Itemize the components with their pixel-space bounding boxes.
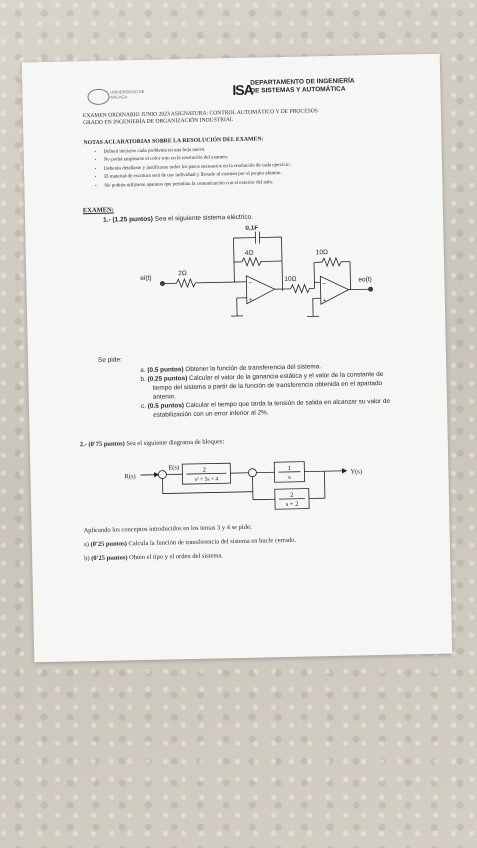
svg-text:−: − xyxy=(248,281,252,287)
summing-junction-2 xyxy=(248,468,257,478)
svg-text:s² + 5s + 4: s² + 5s + 4 xyxy=(195,476,219,482)
exam-heading: EXAMEN: xyxy=(82,206,115,215)
university-name: UNIVERSIDAD DE MÁLAGA xyxy=(110,88,145,100)
summing-junction-1 xyxy=(158,470,167,479)
resistor-2ohm xyxy=(176,277,196,289)
question-2a: a) (0'25 puntos) Calcula la función de t… xyxy=(83,536,297,549)
exam-sheet: UNIVERSIDAD DE MÁLAGA ISA DEPARTAMENTO D… xyxy=(21,53,453,663)
svg-text:s + 2: s + 2 xyxy=(286,501,299,508)
university-logo-icon xyxy=(87,88,110,106)
exam-header: EXAMEN ORDINARIO JUNIO 2023 ASIGNATURA: … xyxy=(82,108,318,126)
input-terminal xyxy=(160,281,165,286)
notes-title: NOTAS ACLARATORIAS SOBRE LA RESOLUCIÓN D… xyxy=(83,136,264,147)
question-2-intro: Aplicando los conceptos introducidos en … xyxy=(83,523,252,535)
output-terminal xyxy=(368,286,373,292)
department-name: DEPARTAMENTO DE INGENIERÍA DE SISTEMAS Y… xyxy=(250,77,355,95)
output-label: eo(t) xyxy=(358,276,372,283)
svg-text:+: + xyxy=(323,298,327,304)
circuit-diagram: ei(t) 2Ω 0,1F 4Ω − + 10Ω 10Ω xyxy=(140,225,373,317)
question-2: 2.- (0'75 puntos) Sea el siguiente diagr… xyxy=(79,438,225,449)
resistor-4ohm xyxy=(241,256,262,267)
resistor-10ohm-feedback xyxy=(321,256,342,268)
cap-label: 0,1F xyxy=(245,225,258,232)
r-fb-label: 4Ω xyxy=(245,250,254,257)
question-1-parts: a. (0.5 puntos) Obtener la función de tr… xyxy=(140,361,401,420)
svg-text:+: + xyxy=(249,298,253,304)
input-label: ei(t) xyxy=(140,275,151,282)
se-pide-label: Se pide: xyxy=(97,356,122,364)
r-mid-label: 10Ω xyxy=(284,276,296,283)
r-in-label: 2Ω xyxy=(178,270,187,277)
svg-text:−: − xyxy=(322,281,326,287)
opamp-1 xyxy=(245,275,276,305)
question-2b: b) (0'25 puntos) Obtén el tipo y el orde… xyxy=(84,552,224,563)
resistor-10ohm xyxy=(290,283,310,294)
svg-text:2: 2 xyxy=(290,492,293,499)
svg-text:s: s xyxy=(288,474,291,481)
output-signal-label: Y(s) xyxy=(350,468,362,475)
svg-text:2: 2 xyxy=(203,467,206,474)
error-signal-label: E(s) xyxy=(168,464,179,471)
opamp-2 xyxy=(319,275,350,305)
notes-list: Deberá iniciarse cada problema en una ho… xyxy=(104,142,405,190)
input-signal-label: R(s) xyxy=(124,473,135,480)
block-diagram: R(s) E(s) 2 s² + 5s + 4 1 s Y(s) 2 s + 2 xyxy=(124,461,362,510)
svg-text:1: 1 xyxy=(288,465,291,472)
r-fb2-label: 10Ω xyxy=(316,249,328,256)
question-1: 1.- (1.25 puntos) Sea el siguiente siste… xyxy=(103,213,254,224)
